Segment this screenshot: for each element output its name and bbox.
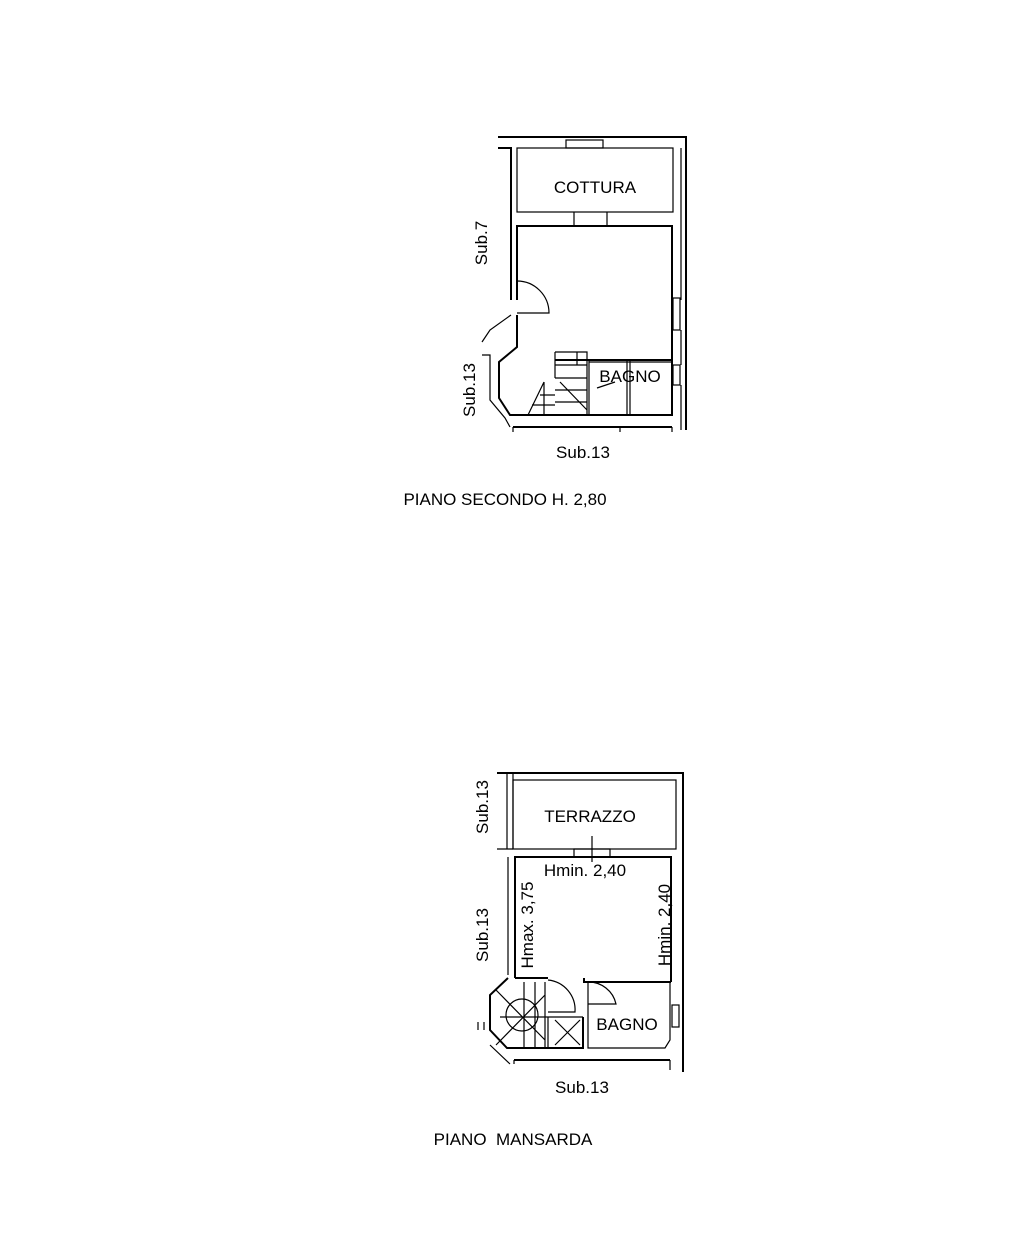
- room-label-bagno: BAGNO: [596, 1015, 657, 1034]
- door-swing: [516, 280, 550, 314]
- neighbour-label: Sub.7: [472, 221, 491, 265]
- height-label: Hmin. 2,40: [544, 861, 626, 880]
- window: [671, 1004, 680, 1028]
- staircase: [527, 351, 588, 416]
- plan-title: PIANO SECONDO H. 2,80: [403, 490, 606, 509]
- neighbour-label: Sub.13: [555, 1078, 609, 1097]
- window: [672, 297, 681, 331]
- walls: [481, 136, 687, 432]
- plan-piano-mansarda: TERRAZZO BAGNO Hmin. 2,40 Hmax. 3,75 Hmi…: [434, 772, 684, 1149]
- window: [672, 364, 681, 386]
- plan-title: PIANO MANSARDA: [434, 1130, 593, 1149]
- room-label-cottura: COTTURA: [554, 178, 637, 197]
- door-swing: [547, 979, 576, 1013]
- room-label-bagno: BAGNO: [599, 367, 660, 386]
- room-label-terrazzo: TERRAZZO: [544, 807, 636, 826]
- walls: [477, 772, 684, 1072]
- window: [565, 139, 604, 149]
- neighbour-label: Sub.13: [473, 908, 492, 962]
- height-label: Hmin. 2,40: [655, 884, 674, 966]
- neighbour-label: Sub.13: [556, 443, 610, 462]
- neighbour-label: Sub.13: [473, 780, 492, 834]
- staircase: [489, 977, 584, 1049]
- door-swing: [587, 981, 617, 1005]
- neighbour-label: Sub.13: [460, 363, 479, 417]
- plan-piano-secondo: COTTURA BAGNO Sub.7 Sub.13 Sub.13 PIANO …: [403, 136, 687, 509]
- height-label: Hmax. 3,75: [518, 882, 537, 969]
